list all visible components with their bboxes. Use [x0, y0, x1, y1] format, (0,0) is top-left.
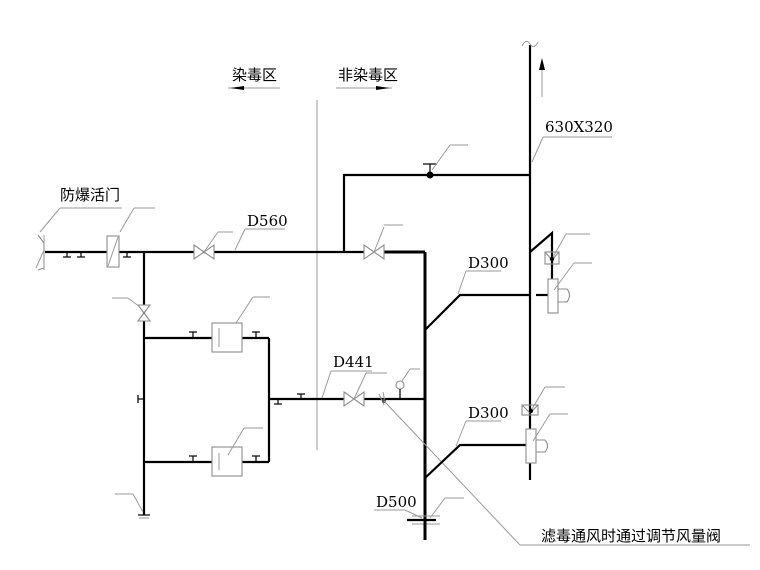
filter-duct-label: D441	[333, 353, 374, 371]
arrow-right-icon	[376, 86, 390, 90]
zone-label-contaminated: 染毒区	[232, 66, 277, 84]
check-valve-dot	[549, 256, 555, 262]
riser-size-label: 630X320	[545, 118, 613, 136]
leader-line	[429, 497, 446, 519]
leader-line	[531, 136, 544, 163]
leader-line	[235, 296, 254, 324]
explosion-valve-label: 防爆活门	[60, 186, 120, 204]
fan-bypass-duct-upper	[529, 230, 554, 295]
leader-line	[35, 249, 45, 269]
leader-line	[404, 509, 423, 519]
check-valve-lower-icon	[521, 404, 539, 416]
leader-line	[127, 297, 141, 308]
bottom-duct-label: D500	[376, 493, 417, 511]
zone-label-clean: 非染毒区	[338, 66, 398, 84]
fan-motor-lower	[536, 439, 549, 453]
leader-line	[457, 270, 467, 295]
leader-line	[532, 413, 551, 442]
leader-line	[132, 493, 144, 513]
check-valve-dot	[528, 408, 534, 414]
leader-line	[107, 236, 119, 267]
fan-motor-upper	[558, 288, 571, 303]
branch-lower-label: D300	[468, 404, 509, 422]
arrow-left-icon	[230, 86, 244, 90]
check-valve-box	[544, 251, 560, 265]
branch-duct-upper-d300	[424, 293, 530, 331]
duct-tick-marks	[63, 252, 131, 258]
branch-upper-label: D300	[468, 254, 509, 272]
leader-line	[353, 372, 367, 400]
leader-line	[234, 228, 246, 251]
note-leader-line	[383, 400, 521, 546]
leader-line	[401, 368, 411, 382]
fan-lower-icon	[525, 428, 537, 464]
pressure-gauge-icon	[395, 380, 405, 390]
leader-line	[373, 226, 385, 253]
main-duct-label: D560	[247, 212, 288, 230]
filter-unit-lower-icon	[211, 446, 243, 477]
leader-line	[119, 207, 135, 233]
arrow-up-icon	[539, 58, 545, 70]
branch-duct-lower-d300	[424, 443, 527, 479]
fan-upper-icon	[547, 278, 559, 314]
leader-line	[553, 262, 575, 291]
regulating-valve-note: 滤毒通风时通过调节风量阀	[541, 527, 721, 545]
leader-line	[203, 231, 219, 253]
filter-unit-upper-icon	[211, 322, 243, 353]
leader-line	[321, 370, 332, 399]
leader-line	[431, 144, 451, 171]
bypass-duct	[342, 173, 530, 252]
break-symbol-icon	[521, 40, 539, 48]
leader-line	[531, 386, 546, 410]
leader-line	[552, 233, 567, 258]
check-valve-lower-v	[521, 404, 539, 414]
branch-valve-icon	[136, 304, 152, 322]
leader-line	[39, 207, 61, 233]
leader-line	[227, 427, 245, 456]
leader-line	[455, 420, 467, 447]
